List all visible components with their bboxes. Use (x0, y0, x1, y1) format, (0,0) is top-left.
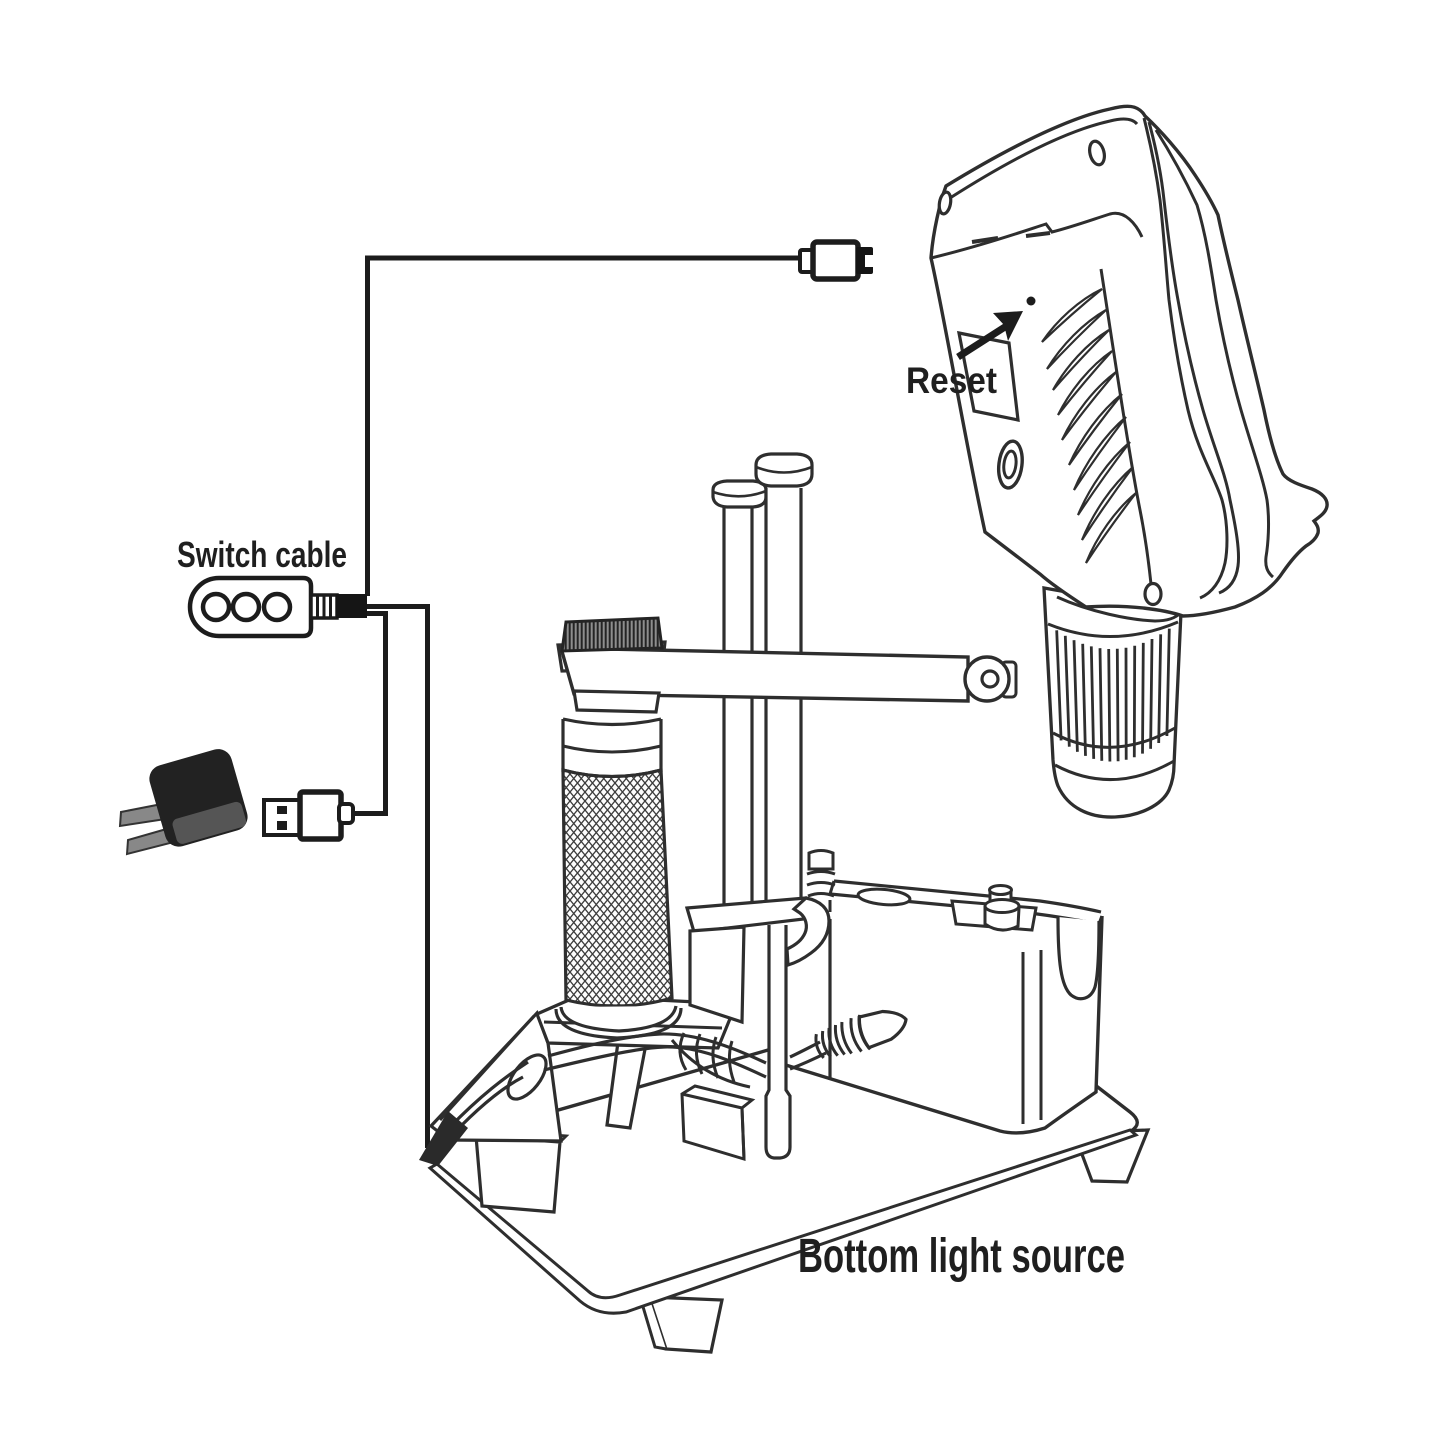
svg-text:Bottom light source: Bottom light source (798, 1230, 1125, 1283)
svg-text:Switch cable: Switch cable (177, 534, 347, 575)
svg-text:Reset: Reset (906, 360, 997, 401)
